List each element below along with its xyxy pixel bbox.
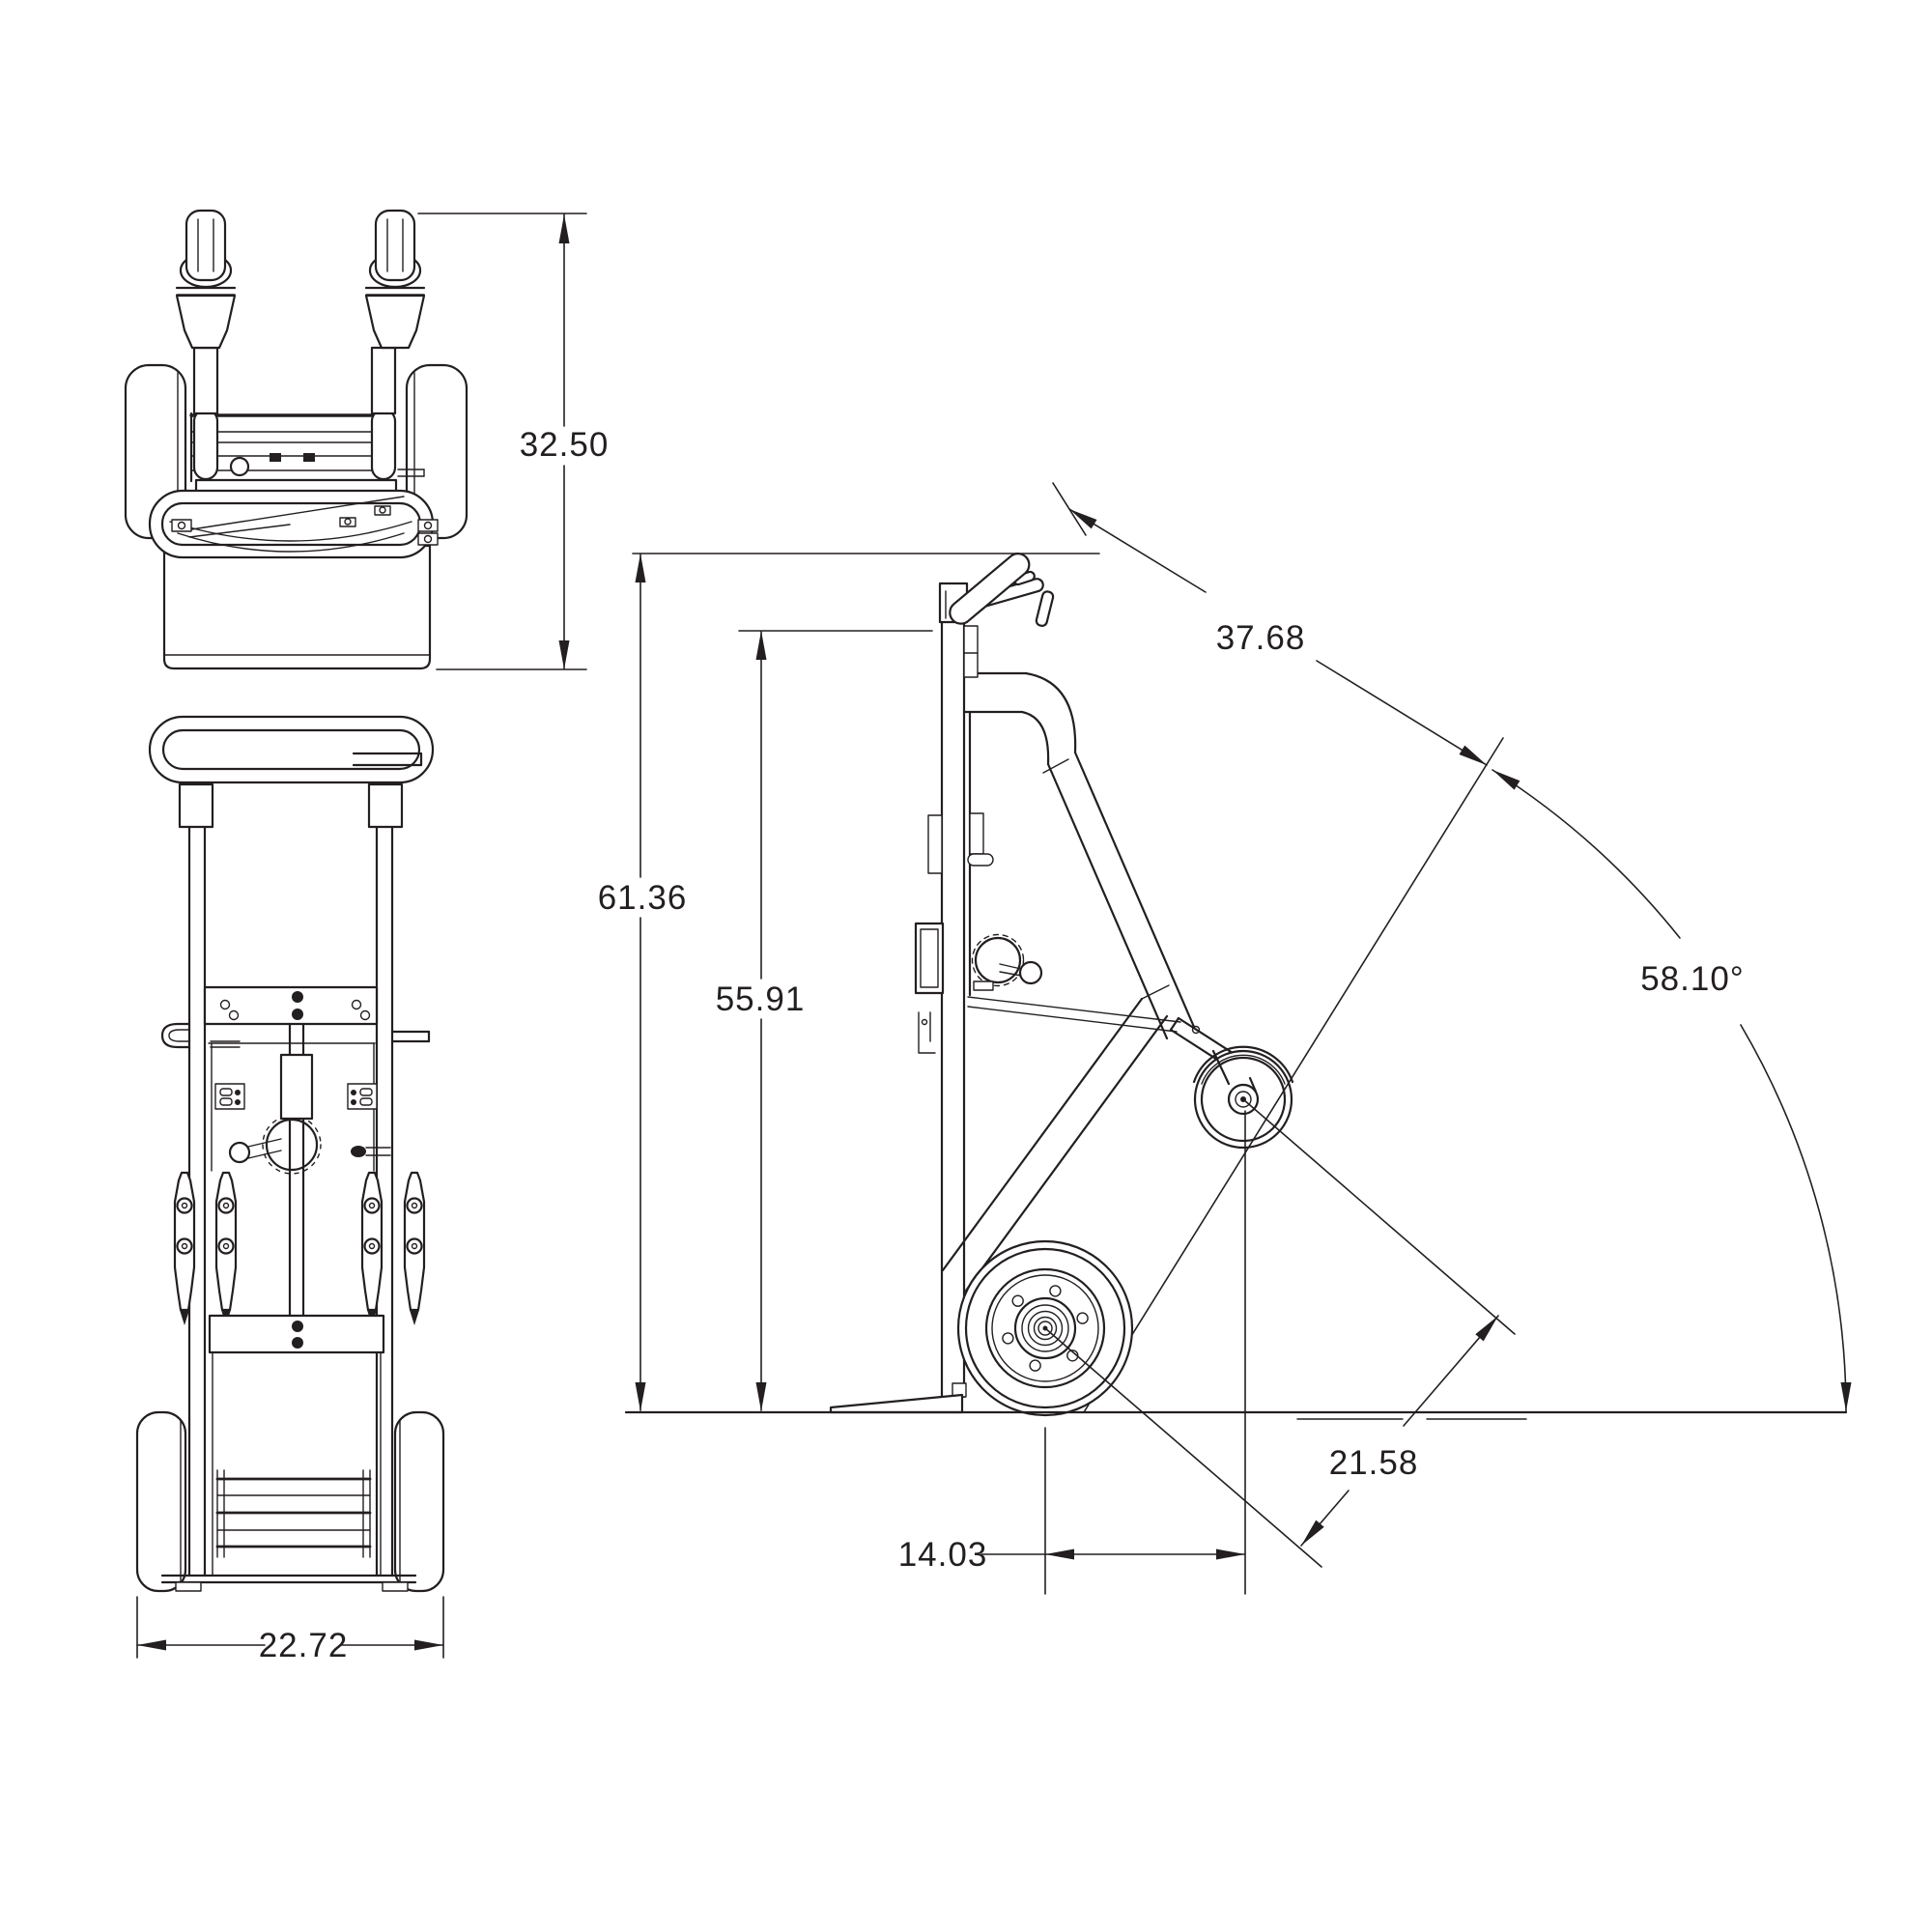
top-view: 32.50 xyxy=(124,209,610,670)
dim-text-22-72: 22.72 xyxy=(259,1627,349,1664)
side-view-winch xyxy=(914,922,1043,1054)
dim-text-32-50: 32.50 xyxy=(520,426,610,464)
side-view-mast xyxy=(927,582,994,1399)
side-view-toeplate xyxy=(829,1382,967,1414)
dim-text-14-03: 14.03 xyxy=(898,1536,988,1574)
caster-axle-extension-line xyxy=(1242,1098,1516,1335)
front-view: 22.72 xyxy=(135,715,445,1664)
clamp-finger xyxy=(173,1171,196,1325)
dim-text-21-58: 21.58 xyxy=(1329,1444,1419,1482)
top-view-noseplate xyxy=(162,544,432,670)
tilt-axis-line xyxy=(1083,737,1504,1413)
clamp-finger xyxy=(403,1171,426,1325)
front-view-winch xyxy=(228,1022,391,1318)
clamp-finger xyxy=(214,1171,238,1325)
front-view-brackets xyxy=(214,1083,378,1110)
clamp-finger xyxy=(360,1171,384,1325)
side-view-rear-frame xyxy=(941,671,1196,1293)
grip-left xyxy=(175,209,237,481)
side-view: 61.36 55.91 37.68 58.10° xyxy=(598,482,1852,1595)
wheel-axle-extension-line xyxy=(1044,1327,1322,1568)
dim-text-37-68: 37.68 xyxy=(1216,619,1306,657)
dimension-overall-height: 61.36 xyxy=(598,553,1100,1411)
grip-right xyxy=(364,209,426,481)
top-view-handle-loop xyxy=(148,456,439,559)
front-view-lower-frame xyxy=(160,1314,417,1592)
front-view-clamp-fingers xyxy=(173,1171,426,1325)
side-view-handle xyxy=(938,553,1055,627)
dimension-frame-height: 55.91 xyxy=(716,630,933,1411)
dimension-tilt-angle: 58.10° xyxy=(1492,769,1852,1413)
dimension-wheel-to-caster-offset: 14.03 xyxy=(898,1110,1246,1595)
dim-text-55-91: 55.91 xyxy=(716,980,806,1018)
top-view-wheels xyxy=(124,363,469,540)
front-view-wheels xyxy=(135,1410,445,1593)
front-view-crossplate xyxy=(203,985,379,1044)
dimension-axle-to-caster: 21.58 xyxy=(1300,1315,1499,1547)
side-view-caster xyxy=(1169,1016,1294,1150)
dimension-front-width: 22.72 xyxy=(136,1596,444,1664)
front-view-hooks xyxy=(160,1022,431,1049)
front-view-handle-loop xyxy=(148,715,435,829)
dimension-handle-to-caster: 37.68 xyxy=(1052,482,1488,766)
ground-line xyxy=(624,1410,1848,1420)
top-view-grips xyxy=(175,209,426,481)
top-view-frame xyxy=(189,412,383,483)
dimension-top-depth: 32.50 xyxy=(417,213,610,670)
dim-text-58-10: 58.10° xyxy=(1640,960,1745,998)
dim-text-61-36: 61.36 xyxy=(598,879,688,917)
